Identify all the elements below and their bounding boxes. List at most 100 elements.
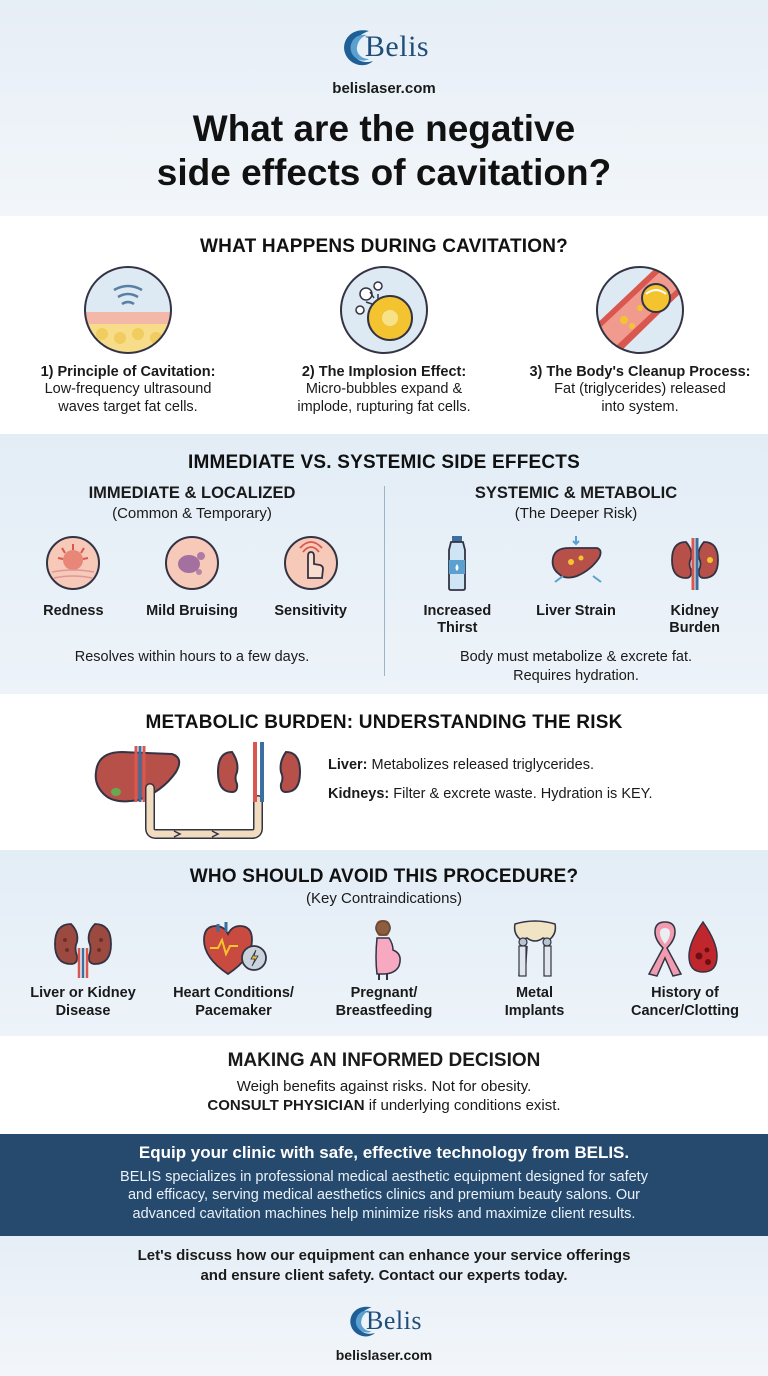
systemic-note-line-1: Body must metabolize & excrete fat. [459,648,693,665]
metabolic-burden-title: METABOLIC BURDEN: UNDERSTANDING THE RISK [145,712,623,733]
liver-burden-line: Liver: Metabolizes released triglyceride… [328,756,653,775]
pregnant-item: Pregnant/ Breastfeeding [309,918,459,1020]
redness-label: Redness [43,603,104,619]
brand-logo[interactable]: Belis [0,22,768,72]
systemic-column: SYSTEMIC & METABOLIC (The Deeper Risk) I… [384,484,768,685]
water-bottle-icon [448,536,467,591]
step-implosion: 2) The Implosion Effect: Micro-bubbles e… [256,264,512,416]
systemic-heading: SYSTEMIC & METABOLIC [474,484,678,502]
promo-text: BELIS specializes in professional medica… [0,1168,768,1223]
column-divider [384,486,385,676]
footer-brand-name: Belis [366,1306,422,1335]
burden-text: Liver: Metabolizes released triglyceride… [328,756,653,814]
step-1-title: 1) Principle of Cavitation: [40,364,216,380]
touch-sensitivity-icon [283,536,338,590]
side-effects-section: IMMEDIATE VS. SYSTEMIC SIDE EFFECTS IMME… [0,434,768,694]
what-happens-title: WHAT HAPPENS DURING CAVITATION? [200,236,568,257]
ribbon-blood-drop-icon [647,920,718,977]
promo-banner: Equip your clinic with safe, effective t… [0,1134,768,1236]
site-url[interactable]: belislaser.com [332,80,436,97]
decision-line-2: CONSULT PHYSICIAN if underlying conditio… [0,1097,768,1114]
liver-kidney-disease-label: Liver or Kidney Disease [8,984,158,1020]
decision-title: MAKING AN INFORMED DECISION [227,1050,541,1071]
kidneys-text: Filter & excrete waste. Hydration is KEY… [393,785,653,802]
contra-1-line-2: Disease [55,1003,111,1020]
hip-implant-icon [513,920,556,977]
bruising-item: Mild Bruising [142,534,242,620]
cta-line-1: Let's discuss how our equipment can enha… [137,1247,631,1264]
contra-5-line-1: History of [651,985,719,1001]
decision-line-1: Weigh benefits against risks. Not for ob… [236,1078,532,1095]
brand-name: Belis [364,30,430,63]
footer-site-url[interactable]: belislaser.com [335,1347,433,1363]
kidney-burden-label: Kidney Burden [645,603,745,638]
metal-implants-item: Metal Implants [460,918,610,1020]
step-3-title: 3) The Body's Cleanup Process: [529,364,751,380]
fat-cell-implosion-icon [340,266,428,354]
redness-item: Redness [23,534,123,620]
footer-section: Let's discuss how our equipment can enha… [0,1236,768,1376]
step-cleanup: 3) The Body's Cleanup Process: Fat (trig… [512,264,768,416]
kidney-icon [670,538,719,590]
kidney-burden-label-line-2: Burden [669,620,721,637]
swirl-logo-icon [350,1306,375,1337]
step-1-line-2: waves target fat cells. [58,399,198,416]
systemic-icons: Increased Thirst Liver Strain [384,534,768,638]
immediate-icons: Redness Mild Bruising [0,534,384,620]
bruise-icon [164,536,219,590]
footer-logo[interactable]: Belis [0,1301,768,1341]
kidney-burden-item: Kidney Burden [645,534,745,638]
step-2-title: 2) The Implosion Effect: [301,364,467,380]
decision-section: MAKING AN INFORMED DECISION Weigh benefi… [0,1036,768,1134]
metabolic-burden-section: METABOLIC BURDEN: UNDERSTANDING THE RISK… [0,694,768,850]
pregnant-woman-icon [375,920,401,980]
liver-strain-icon [551,536,602,583]
heart-pacemaker-icon [202,922,267,976]
kidney-burden-label-line-1: Kidney [670,603,719,619]
page-title: What are the negative side effects of ca… [0,107,768,194]
contraindications-title: WHO SHOULD AVOID THIS PROCEDURE? [189,866,579,887]
contra-3-line-1: Pregnant/ [350,985,418,1001]
promo-line-3: advanced cavitation machines help minimi… [132,1205,636,1222]
step-principle: 1) Principle of Cavitation: Low-frequenc… [0,264,256,416]
cancer-clotting-item: History of Cancer/Clotting [610,918,760,1020]
what-happens-section: WHAT HAPPENS DURING CAVITATION? 1) Princ… [0,216,768,434]
blood-vessel-fat-icon [596,266,684,354]
contra-4-line-2: Implants [504,1003,565,1020]
bruising-label: Mild Bruising [146,603,238,619]
step-3-line-1: Fat (triglycerides) released [554,381,726,397]
systemic-note-line-2: Requires hydration. [513,667,639,684]
contra-1-line-1: Liver or Kidney [30,985,136,1001]
thirst-item: Increased Thirst [407,534,507,638]
call-to-action[interactable]: Let's discuss how our equipment can enha… [0,1246,768,1285]
side-effects-columns: IMMEDIATE & LOCALIZED (Common & Temporar… [0,484,768,685]
sensitivity-item: Sensitivity [261,534,361,620]
cancer-clotting-label: History of Cancer/Clotting [610,984,760,1020]
pregnant-label: Pregnant/ Breastfeeding [309,984,459,1020]
burden-diagram-row: Liver: Metabolizes released triglyceride… [0,740,768,840]
contraindications-subtitle: (Key Contraindications) [306,890,462,907]
heart-conditions-item: Heart Conditions/ Pacemaker [159,918,309,1020]
promo-line-2: and efficacy, serving medical aesthetics… [127,1187,641,1204]
decision-line-2-rest: if underlying conditions exist. [364,1097,561,1114]
side-effects-title: IMMEDIATE VS. SYSTEMIC SIDE EFFECTS [188,452,580,473]
header-section: Belis belislaser.com What are the negati… [0,0,768,216]
metal-implants-label: Metal Implants [460,984,610,1020]
immediate-subheading: (Common & Temporary) [112,505,272,522]
liver-kidney-flow-icon [94,742,302,839]
promo-line-1: BELIS specializes in professional medica… [120,1169,648,1185]
cta-line-2: and ensure client safety. Contact our ex… [200,1266,568,1284]
thirst-label-line-2: Thirst [437,620,478,637]
thirst-label: Increased Thirst [407,603,507,638]
contraindications-icons: Liver or Kidney Disease Heart Conditions… [0,918,768,1020]
contra-4-line-1: Metal [515,985,554,1001]
contra-2-line-1: Heart Conditions/ [173,985,294,1001]
steps-row: 1) Principle of Cavitation: Low-frequenc… [0,264,768,416]
step-3-line-2: into system. [601,399,679,416]
liver-strain-label: Liver Strain [526,603,626,620]
ultrasound-skin-icon [84,266,172,354]
liver-label: Liver: [328,757,368,773]
consult-physician-text: CONSULT PHYSICIAN [207,1097,365,1114]
immediate-note: Resolves within hours to a few days. [74,649,310,666]
contra-3-line-2: Breastfeeding [335,1003,433,1020]
